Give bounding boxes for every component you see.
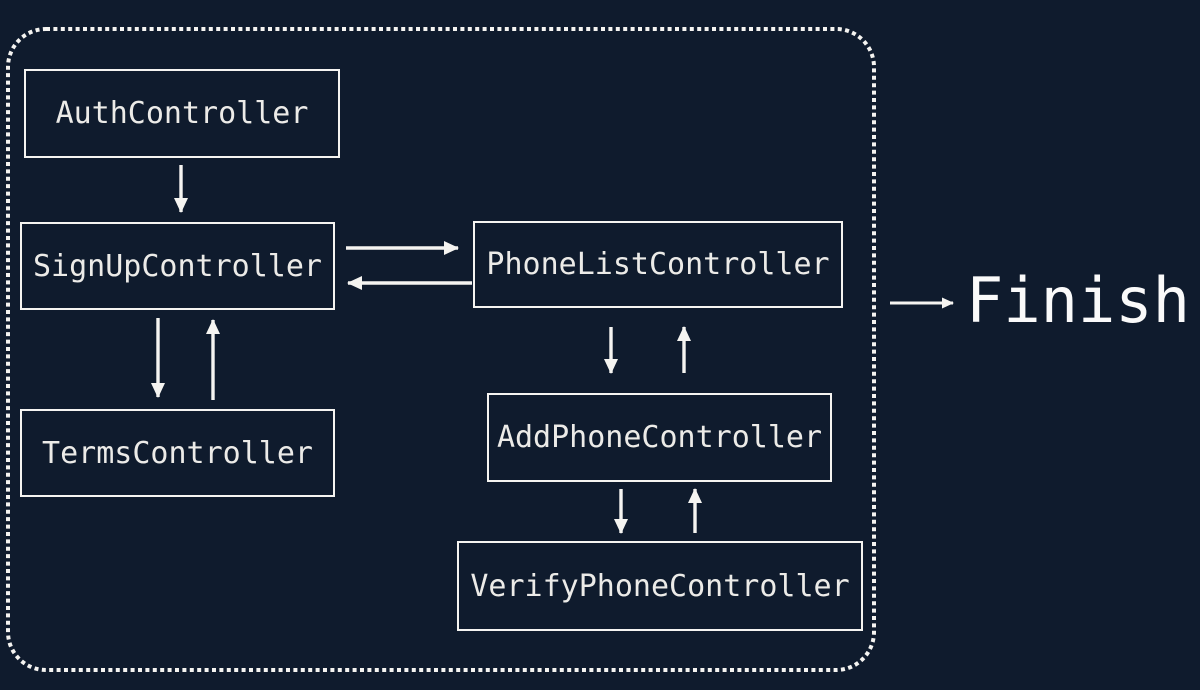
node-verifyphone-controller: VerifyPhoneController <box>457 541 863 631</box>
node-auth-controller-label: AuthController <box>55 96 309 131</box>
flow-boundary <box>6 27 876 672</box>
node-phonelist-controller: PhoneListController <box>473 221 843 308</box>
finish-label: Finish <box>966 264 1190 337</box>
node-terms-controller-label: TermsController <box>42 435 313 471</box>
node-addphone-controller-label: AddPhoneController <box>496 420 823 455</box>
node-signup-controller: SignUpController <box>20 222 335 310</box>
node-terms-controller: TermsController <box>20 409 335 497</box>
node-addphone-controller: AddPhoneController <box>487 393 832 482</box>
node-phonelist-controller-label: PhoneListController <box>486 247 830 282</box>
node-signup-controller-label: SignUpController <box>33 248 322 284</box>
node-auth-controller: AuthController <box>24 69 340 158</box>
node-verifyphone-controller-label: VerifyPhoneController <box>470 568 850 604</box>
